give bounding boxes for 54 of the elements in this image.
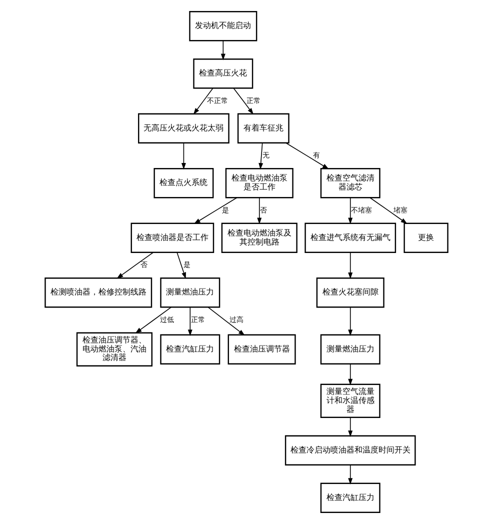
arrow bbox=[220, 40, 225, 60]
node-box: 检查点火系统 bbox=[153, 168, 214, 198]
arrow bbox=[176, 252, 186, 279]
edge-label: 过低 bbox=[160, 314, 174, 324]
edge-label: 否 bbox=[259, 205, 266, 214]
arrow bbox=[285, 142, 328, 170]
arrow bbox=[348, 417, 352, 438]
node-box: 检查高压火花 bbox=[192, 58, 253, 89]
node-box: 发动机不能启动 bbox=[188, 11, 257, 42]
node-box: 有着车征兆 bbox=[236, 113, 289, 144]
arrow bbox=[256, 197, 262, 224]
node-box: 检查汽缸压力 bbox=[160, 334, 220, 364]
edge-label: 不堵塞 bbox=[350, 205, 372, 214]
edge-label: 无 bbox=[262, 150, 269, 160]
edge-label: 是 bbox=[182, 260, 190, 269]
arrow bbox=[348, 364, 352, 386]
edge-label: 正常 bbox=[246, 96, 260, 105]
node-box: 检查油压调节器 bbox=[227, 334, 296, 364]
edge-label: 过高 bbox=[228, 314, 243, 324]
node-box: 检查冷启动喷油器和温度时间开关 bbox=[284, 435, 416, 466]
edge-label: 是 bbox=[222, 205, 229, 214]
arrow bbox=[207, 306, 244, 336]
arrow bbox=[348, 197, 352, 224]
edge-label: 不正常 bbox=[206, 96, 228, 105]
arrow bbox=[232, 88, 253, 114]
arrow bbox=[192, 88, 213, 114]
node-box: 更换 bbox=[403, 222, 448, 253]
arrow bbox=[193, 197, 237, 224]
arrow bbox=[258, 142, 263, 170]
arrow bbox=[187, 306, 192, 336]
node-box: 无高压火花或火花太弱 bbox=[138, 113, 229, 144]
node-box: 检查空气滤清器滤芯 bbox=[320, 168, 380, 198]
arrow bbox=[369, 197, 407, 224]
node-box: 检测喷油器，检修控制线路 bbox=[44, 278, 152, 308]
node-box: 检查进气系统有无漏气 bbox=[304, 222, 396, 253]
edge-label: 有 bbox=[312, 150, 320, 160]
edge-label: 否 bbox=[140, 260, 148, 269]
arrow bbox=[116, 252, 153, 279]
arrow bbox=[348, 252, 352, 279]
arrow bbox=[348, 306, 352, 336]
node-box: 检查电动燃油泵及其控制电路 bbox=[220, 222, 297, 253]
arrow bbox=[134, 306, 171, 334]
arrow bbox=[348, 464, 352, 485]
node-box: 测量燃油压力 bbox=[160, 278, 220, 308]
node-box: 检查电动燃油泵是否工作 bbox=[224, 168, 293, 198]
arrow bbox=[180, 142, 186, 170]
node-box: 检查喷油器是否工作 bbox=[130, 222, 214, 253]
node-box: 检查汽缸压力 bbox=[320, 482, 380, 513]
node-box: 检查火花塞间隙 bbox=[316, 278, 384, 308]
edge-label: 正常 bbox=[190, 314, 204, 324]
node-box: 测量空气流量计和水温传感器 bbox=[320, 384, 380, 418]
node-box: 测量燃油压力 bbox=[320, 334, 380, 364]
node-box: 检查油压调节器、电动燃油泵、汽油滤清器 bbox=[76, 332, 152, 366]
edge-label: 堵塞 bbox=[393, 205, 408, 214]
